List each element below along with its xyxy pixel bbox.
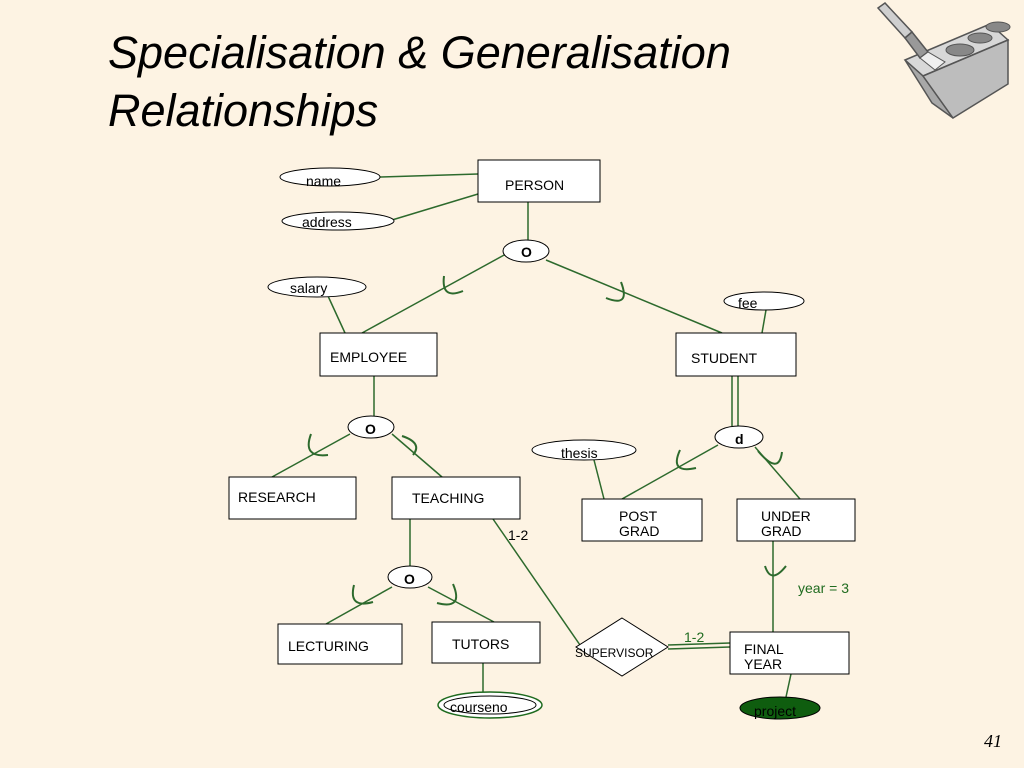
line-finalyear-project (785, 673, 792, 698)
attribute-fee[interactable]: fee (723, 291, 805, 311)
specialisation-circle-person[interactable]: O (502, 239, 550, 263)
slide-title-line-2: Relationships (108, 85, 379, 136)
cardinality-teaching: 1-2 (508, 527, 528, 543)
specialisation-circle-student[interactable]: d (714, 425, 764, 449)
specialisation-teaching-label: O (404, 571, 415, 587)
line-name-person (379, 173, 479, 178)
entity-under-grad[interactable]: UNDER GRAD (736, 498, 856, 542)
attribute-address-label: address (302, 214, 352, 230)
entity-student-label: STUDENT (691, 350, 758, 366)
line-supervisor-finalyear-a (667, 642, 731, 646)
relationship-supervisor[interactable]: SUPERVISOR (575, 617, 669, 677)
entity-teaching-label: TEACHING (412, 490, 484, 506)
entity-under-grad-label-1: UNDER (761, 508, 811, 524)
subset-arc-finalyear (764, 565, 787, 577)
subset-arc-undergrad (757, 450, 783, 465)
entity-person-label: PERSON (505, 177, 564, 193)
subset-arc-student (605, 281, 625, 302)
attribute-thesis-label: thesis (561, 445, 598, 461)
attribute-address[interactable]: address (281, 211, 395, 231)
attribute-project-label: project (754, 703, 796, 719)
page-number: 41 (984, 731, 1002, 751)
line-tcircle-tutors (427, 586, 495, 623)
specialisation-person-label: O (521, 244, 532, 260)
line-circle-student (545, 259, 723, 334)
entity-employee[interactable]: EMPLOYEE (319, 332, 438, 377)
entity-teaching[interactable]: TEACHING (391, 476, 521, 520)
line-fee-student (761, 309, 767, 334)
line-tcircle-lecturing (325, 586, 393, 625)
line-supervisor-finalyear-b (667, 646, 731, 650)
connector-lines (271, 173, 801, 698)
attribute-salary-label: salary (290, 280, 327, 296)
entity-post-grad-label-1: POST (619, 508, 658, 524)
relationship-supervisor-label: SUPERVISOR (575, 646, 654, 660)
line-circle-employee (361, 253, 507, 334)
line-address-person (391, 193, 479, 221)
entity-lecturing[interactable]: LECTURING (277, 623, 403, 665)
subset-arc-employee (442, 275, 464, 295)
entity-final-year-label-1: FINAL (744, 641, 784, 657)
slide-title: Specialisation & Generalisation Relation… (108, 24, 731, 140)
line-salary-employee (327, 295, 346, 334)
slide-title-line-1: Specialisation & Generalisation (108, 27, 731, 78)
attribute-salary[interactable]: salary (267, 276, 367, 298)
entity-post-grad-label-2: GRAD (619, 523, 659, 539)
attribute-courseno-key[interactable]: courseno (437, 691, 543, 719)
entity-under-grad-label-2: GRAD (761, 523, 801, 539)
entity-research-label: RESEARCH (238, 489, 316, 505)
line-ecircle-teaching (391, 433, 443, 478)
entity-research[interactable]: RESEARCH (228, 476, 357, 520)
attribute-name-label: name (306, 173, 341, 189)
subset-arc-postgrad (675, 449, 697, 471)
subset-arc-lecturing (351, 584, 374, 605)
attribute-courseno-label: courseno (450, 699, 508, 715)
line-teaching-supervisor (492, 518, 581, 646)
entity-employee-label: EMPLOYEE (330, 349, 407, 365)
entity-person[interactable]: PERSON (477, 159, 601, 203)
trowel-and-brick-icon (876, 2, 1011, 120)
line-ecircle-research (271, 433, 351, 478)
subset-arcs (307, 275, 787, 606)
attribute-project-key[interactable]: project (739, 696, 821, 720)
attribute-fee-label: fee (738, 295, 758, 311)
specialisation-circle-employee[interactable]: O (347, 415, 395, 439)
entity-lecturing-label: LECTURING (288, 638, 369, 654)
entity-student[interactable]: STUDENT (675, 332, 797, 377)
entity-post-grad[interactable]: POST GRAD (581, 498, 703, 542)
specialisation-student-label: d (735, 431, 744, 447)
attribute-thesis[interactable]: thesis (531, 439, 637, 461)
entity-final-year[interactable]: FINAL YEAR (729, 631, 850, 675)
entity-tutors-label: TUTORS (452, 636, 509, 652)
specialisation-circle-teaching[interactable]: O (387, 565, 433, 589)
predicate-year: year = 3 (798, 580, 849, 596)
specialisation-employee-label: O (365, 421, 376, 437)
subset-arc-research (307, 433, 329, 457)
line-thesis-postgrad (593, 459, 605, 500)
subset-arc-tutors (436, 583, 458, 606)
attribute-name[interactable]: name (279, 167, 381, 189)
line-scircle-postgrad (621, 444, 719, 500)
cardinality-final-year: 1-2 (684, 629, 704, 645)
subset-arc-teaching (401, 435, 418, 456)
entity-tutors[interactable]: TUTORS (431, 621, 541, 664)
entity-final-year-label-2: YEAR (744, 656, 782, 672)
